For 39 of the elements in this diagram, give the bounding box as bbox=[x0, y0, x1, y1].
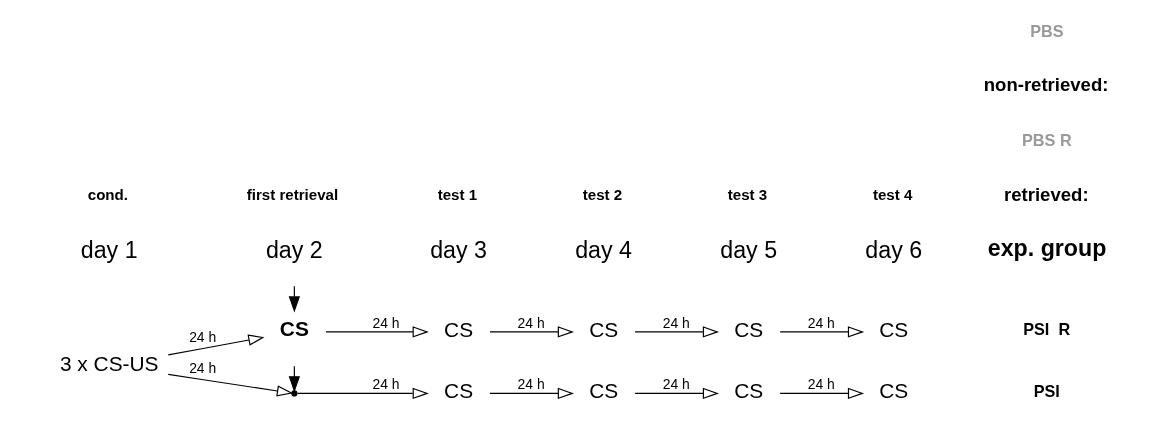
label: test 1 bbox=[437, 186, 477, 204]
node-text: 3 x CS-US bbox=[59, 351, 159, 375]
edge-label: 24 h bbox=[517, 314, 545, 331]
label: test 4 bbox=[872, 186, 912, 204]
node-text: CS bbox=[878, 379, 908, 403]
edge-label: 24 h bbox=[517, 376, 545, 393]
label: test 2 bbox=[582, 186, 622, 204]
label: PBS bbox=[1029, 21, 1064, 40]
edge-label: 24 h bbox=[807, 376, 835, 393]
edge-label: 24 h bbox=[662, 314, 690, 331]
label: cond. bbox=[87, 186, 128, 204]
label: PSI R bbox=[1022, 320, 1070, 339]
label: first retrieval bbox=[246, 186, 338, 204]
label: day 5 bbox=[719, 236, 777, 263]
label: test 3 bbox=[727, 186, 767, 204]
edge-label: 24 h bbox=[188, 360, 216, 377]
label: PBS R bbox=[1021, 130, 1072, 149]
edge-label: 24 h bbox=[372, 376, 400, 393]
node-text: CS bbox=[878, 317, 908, 341]
edge-label: 24 h bbox=[188, 328, 216, 345]
label: non-retrieved: bbox=[983, 74, 1108, 96]
node-text: CS bbox=[733, 317, 763, 341]
label: day 2 bbox=[265, 236, 323, 263]
node-text: CS bbox=[588, 317, 618, 341]
node-text: CS bbox=[733, 379, 763, 403]
node-text: CS bbox=[279, 316, 309, 340]
edge-label: 24 h bbox=[372, 314, 400, 331]
label: day 6 bbox=[864, 236, 922, 263]
edge-label: 24 h bbox=[807, 314, 835, 331]
edge-label: 24 h bbox=[662, 376, 690, 393]
node-text: CS bbox=[443, 379, 473, 403]
label: day 1 bbox=[80, 236, 138, 263]
node-text: CS bbox=[443, 317, 473, 341]
label: PSI bbox=[1033, 381, 1060, 400]
label: day 4 bbox=[574, 236, 632, 263]
label: exp. group bbox=[987, 235, 1106, 262]
node-text: CS bbox=[588, 379, 618, 403]
label: retrieved: bbox=[1003, 183, 1089, 205]
label: day 3 bbox=[429, 236, 487, 263]
